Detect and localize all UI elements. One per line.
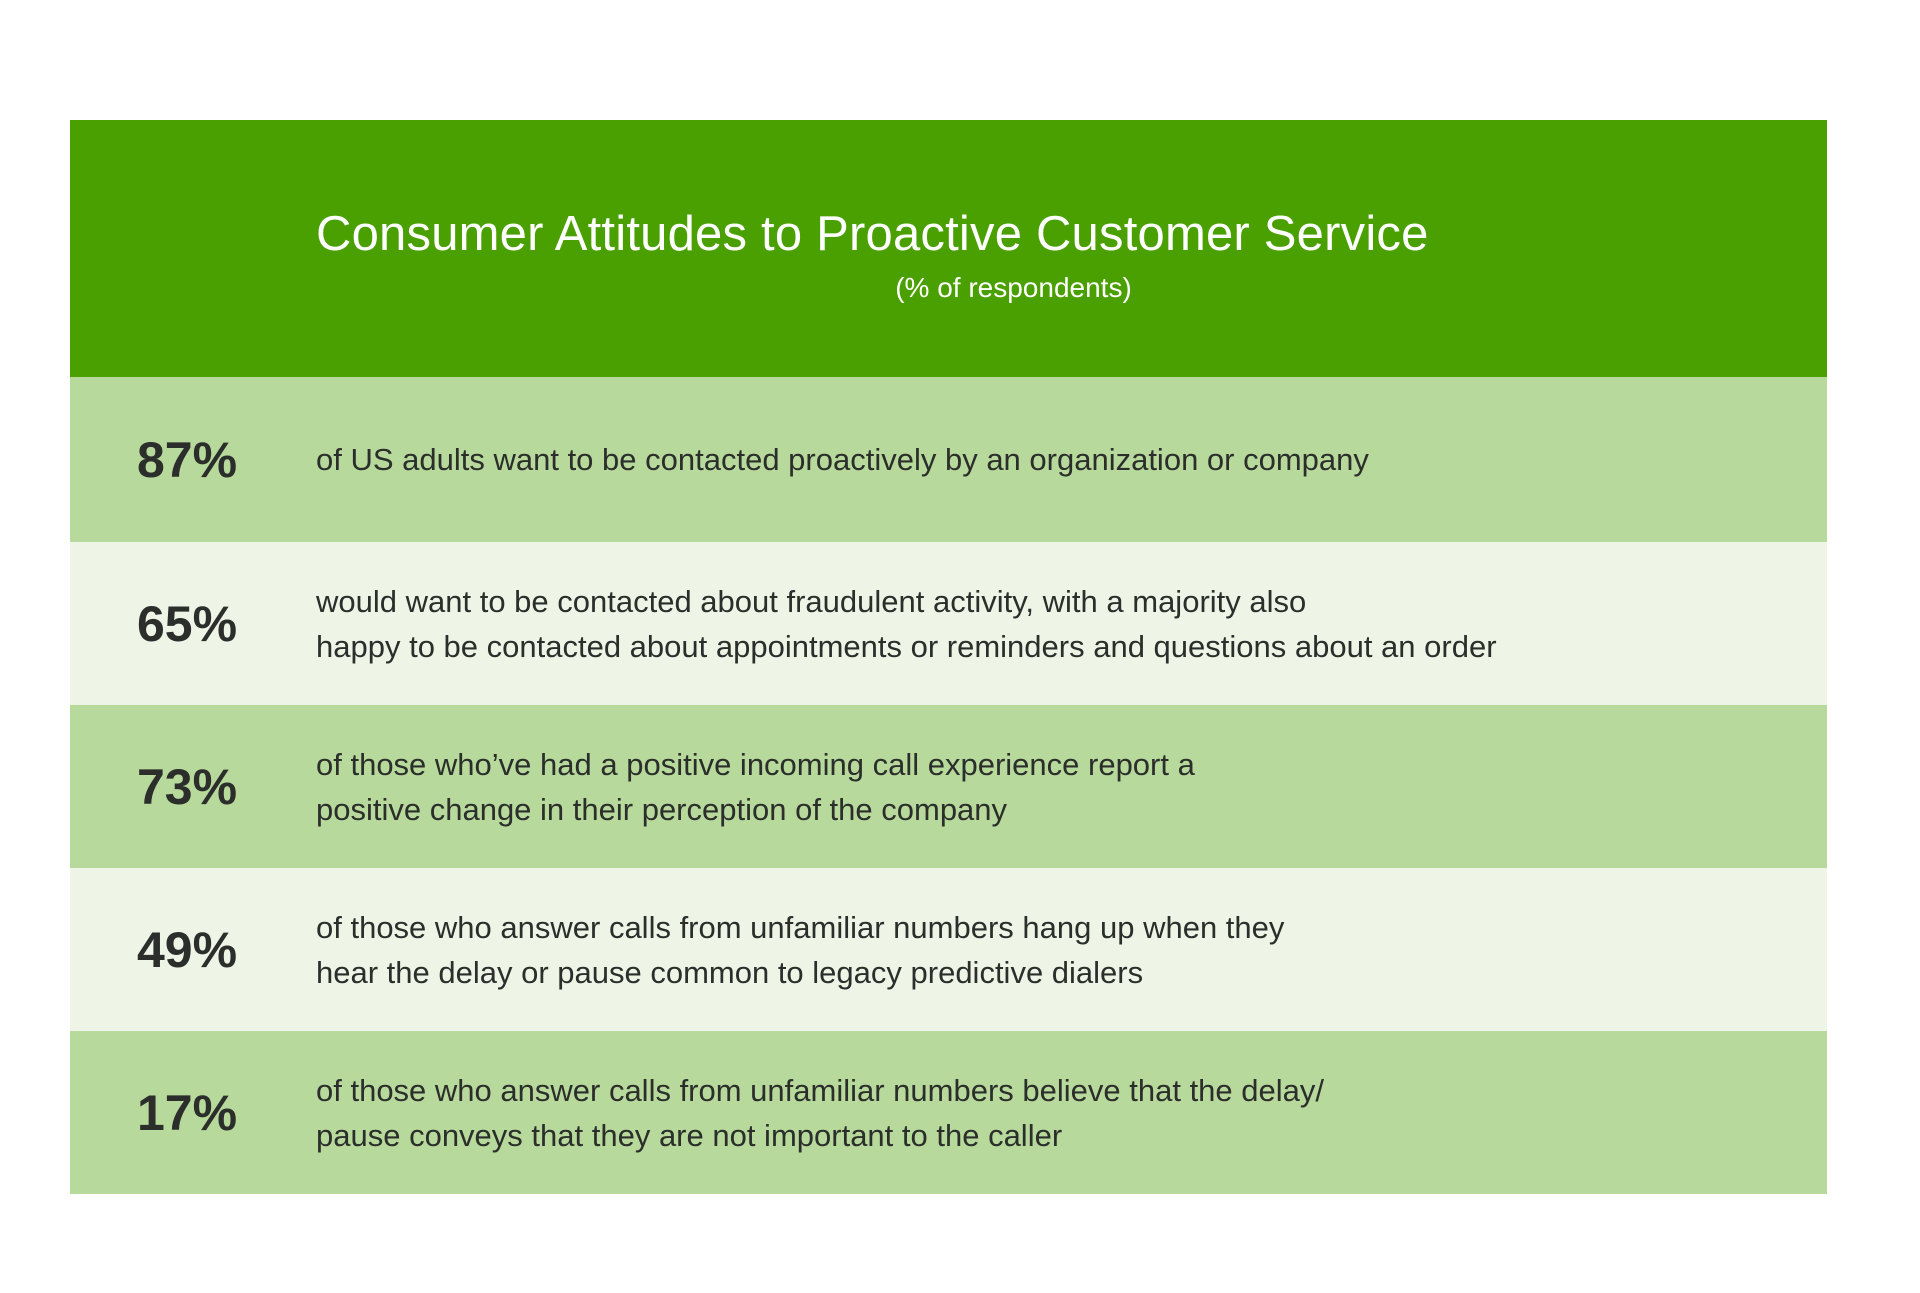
- stat-description: of those who answer calls from unfamilia…: [316, 905, 1284, 995]
- stat-value: 65%: [137, 595, 238, 652]
- stat-description: would want to be contacted about fraudul…: [316, 579, 1497, 669]
- stat-description: of those who answer calls from unfamilia…: [316, 1068, 1324, 1158]
- stat-description-line: would want to be contacted about fraudul…: [316, 583, 1307, 619]
- stat-value: 49%: [137, 921, 238, 978]
- stat-description-line: of US adults want to be contacted proact…: [316, 442, 1369, 477]
- table-row: 65% would want to be contacted about fra…: [70, 542, 1827, 705]
- table-row: 73% of those who’ve had a positive incom…: [70, 705, 1827, 868]
- stat-value: 17%: [137, 1084, 238, 1141]
- stat-description: of US adults want to be contacted proact…: [316, 437, 1369, 482]
- table-subtitle: (% of respondents): [895, 272, 1132, 303]
- table-row: 87% of US adults want to be contacted pr…: [70, 377, 1827, 542]
- stat-description-line: happy to be contacted about appointments…: [316, 628, 1497, 664]
- table-title: Consumer Attitudes to Proactive Customer…: [316, 207, 1429, 261]
- stat-description-line: positive change in their perception of t…: [316, 791, 1008, 827]
- stats-table: Consumer Attitudes to Proactive Customer…: [70, 120, 1827, 1194]
- stat-description-line: pause conveys that they are not importan…: [316, 1117, 1063, 1153]
- stat-description-line: of those who answer calls from unfamilia…: [316, 1072, 1324, 1108]
- stat-description: of those who’ve had a positive incoming …: [316, 742, 1195, 832]
- stat-description-line: of those who answer calls from unfamilia…: [316, 909, 1285, 945]
- stat-description-line: of those who’ve had a positive incoming …: [316, 746, 1195, 782]
- stat-description-line: hear the delay or pause common to legacy…: [316, 954, 1144, 990]
- table-row: 49% of those who answer calls from unfam…: [70, 868, 1827, 1031]
- table-row: 17% of those who answer calls from unfam…: [70, 1031, 1827, 1194]
- stat-value: 73%: [137, 758, 238, 815]
- stat-value: 87%: [137, 431, 238, 488]
- table-header: Consumer Attitudes to Proactive Customer…: [70, 120, 1827, 377]
